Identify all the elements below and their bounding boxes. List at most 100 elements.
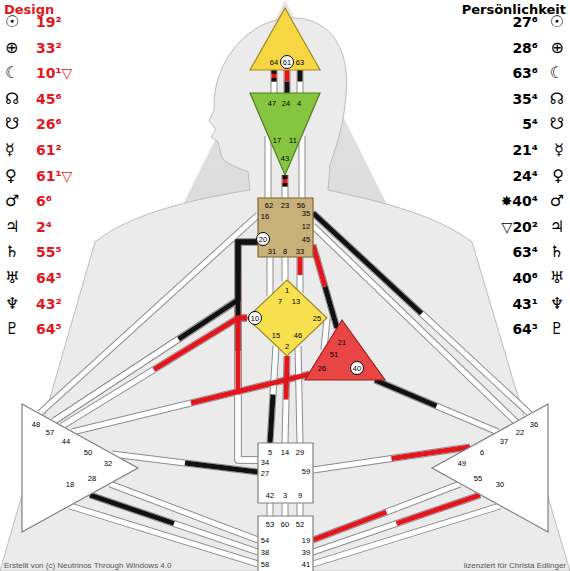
gate-number: 28 — [88, 475, 96, 482]
gate-number: 41 — [302, 561, 310, 568]
activation-number: 26⁶ — [36, 115, 62, 133]
activation-number: ▽20² — [502, 218, 538, 236]
channel-body — [90, 495, 258, 552]
activation-number: 64³ — [36, 269, 62, 287]
channel-activation — [185, 463, 258, 472]
planet-symbol: ♄ — [5, 242, 19, 262]
planet-symbol: ☉ — [5, 12, 19, 32]
channel-outline — [40, 215, 258, 413]
gate-number: 14 — [281, 449, 289, 456]
channel-bodies — [40, 70, 530, 564]
channel-activation — [272, 70, 277, 82]
channel — [285, 175, 286, 198]
gate-number: 61 — [283, 59, 291, 66]
channel-outline — [298, 346, 300, 443]
gate-number: 49 — [458, 460, 466, 467]
planet-symbol: ☊ — [550, 89, 564, 109]
gate-number: 64 — [270, 59, 278, 66]
activation-number: 55⁵ — [36, 243, 62, 261]
gate-number: 30 — [496, 481, 504, 488]
planet-symbol: ♄ — [550, 242, 564, 262]
planet-symbol: ☾ — [550, 63, 564, 83]
activation-number: 35⁴ — [512, 90, 538, 108]
center-shape — [432, 404, 548, 532]
activation-number: 64⁵ — [36, 320, 62, 338]
gate-number: 60 — [281, 521, 289, 528]
channel-body — [283, 503, 288, 516]
activation-number: 2⁴ — [36, 218, 52, 236]
channel-body — [298, 346, 300, 443]
gate-number: 32 — [104, 460, 112, 467]
channel — [300, 503, 301, 516]
gate-number: 22 — [516, 429, 524, 436]
throat-center: 622356163512452031833 — [258, 198, 313, 257]
gate-number: 31 — [268, 248, 276, 255]
gate-number: 36 — [530, 421, 538, 428]
channel-activation — [154, 318, 247, 370]
channel-activation — [179, 242, 258, 339]
gate-number: 9 — [298, 492, 302, 499]
activation-number: 28⁶ — [512, 39, 538, 57]
gate-number: 63 — [296, 59, 304, 66]
gate-number: 58 — [261, 561, 269, 568]
channel — [54, 300, 258, 460]
channel-outline — [282, 175, 289, 198]
gate-number: 50 — [84, 449, 92, 456]
gate-number: 27 — [261, 470, 269, 477]
channel-body — [375, 380, 498, 432]
planet-symbol: ☿ — [5, 140, 15, 160]
planet-symbol: ☊ — [5, 89, 19, 109]
gate-number: 13 — [292, 298, 300, 305]
sacral-center: 514293427594239 — [258, 443, 313, 503]
planet-symbol: ☋ — [5, 114, 19, 134]
channel — [300, 257, 301, 293]
channel-body — [40, 215, 258, 413]
gate-number: 57 — [46, 429, 54, 436]
channel-outline — [54, 300, 258, 460]
channel-activations — [90, 70, 480, 540]
planet-symbol: ♇ — [550, 319, 564, 339]
channel-body — [110, 484, 258, 540]
gate-number: 55 — [474, 475, 482, 482]
planet-symbol: ♆ — [550, 294, 564, 314]
gate-number: 4 — [297, 100, 301, 107]
planet-symbol: ♃ — [550, 217, 564, 237]
channel-activation — [313, 213, 422, 314]
channel — [268, 136, 269, 198]
planet-symbol: ⊕ — [5, 38, 18, 58]
channel-outline — [70, 506, 258, 564]
gate-number: 25 — [313, 315, 321, 322]
planet-symbol: ♀ — [5, 166, 17, 186]
channel-activation — [283, 175, 288, 187]
center-shape — [258, 443, 313, 503]
planet-symbol: ☋ — [550, 114, 564, 134]
planet-symbol: ♅ — [5, 268, 19, 288]
channel — [300, 70, 301, 93]
gate-number: 38 — [261, 549, 269, 556]
channel-body — [54, 300, 258, 460]
channel-body — [266, 136, 271, 198]
activation-number: 40⁶ — [512, 269, 538, 287]
channel-outline — [284, 70, 291, 93]
planet-symbol: ☿ — [554, 140, 564, 160]
channel — [313, 506, 500, 564]
channel-activation — [313, 512, 387, 540]
gate-number: 48 — [32, 421, 40, 428]
gate-number: 17 — [273, 137, 281, 144]
center-shape — [22, 404, 138, 532]
channel-outline — [271, 70, 278, 93]
solar-plexus-center: 3622376495530 — [432, 404, 548, 532]
gate-number: 59 — [302, 468, 310, 475]
planet-symbol: ♀ — [552, 166, 564, 186]
gate-number: 40 — [353, 365, 361, 372]
channel-body — [298, 257, 303, 293]
channel-outline — [313, 506, 500, 564]
channel-activation — [285, 82, 290, 94]
gate-number: 12 — [302, 223, 310, 230]
channel-outline — [267, 257, 274, 296]
channel-body — [268, 503, 273, 516]
gate-number: 2 — [285, 343, 289, 350]
activation-number: 24⁴ — [512, 167, 538, 185]
center-shape — [250, 8, 320, 70]
